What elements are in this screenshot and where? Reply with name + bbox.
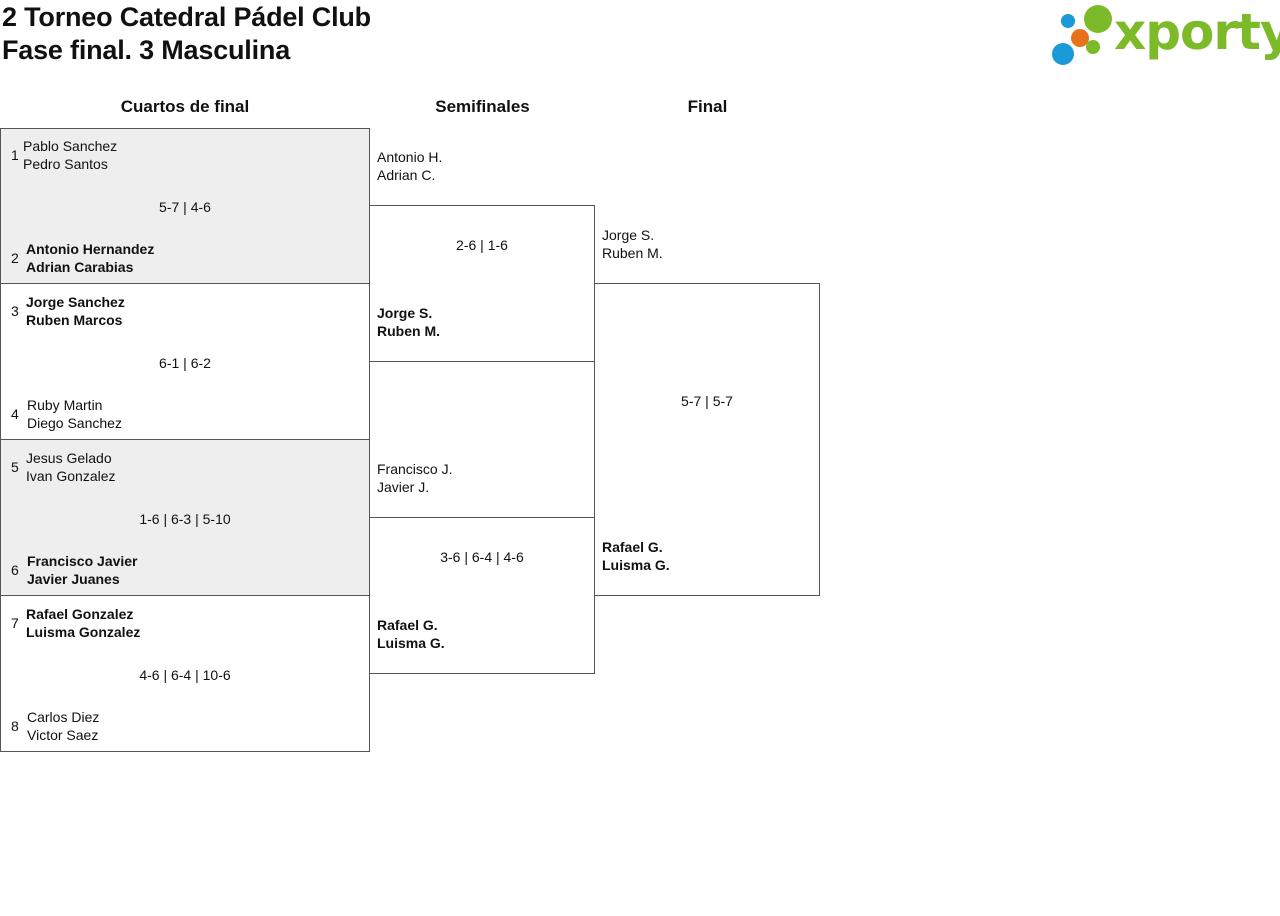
match-score: 4-6 | 6-4 | 10-6 [139,667,231,683]
final-team-bottom-winner[interactable]: Rafael G. Luisma G. [602,538,670,574]
team-rafael-luisma-winner[interactable]: Rafael Gonzalez Luisma Gonzalez [26,605,140,641]
player-name: Francisco J. [377,461,453,477]
quarterfinal-match-1[interactable]: 1 Pablo Sanchez Pedro Santos 5-7 | 4-6 2… [0,128,370,284]
player-name: Diego Sanchez [27,415,122,431]
match-score: 6-1 | 6-2 [159,355,211,371]
semifinal-1-team-bottom-winner[interactable]: Jorge S. Ruben M. [377,304,440,340]
player-name: Luisma G. [377,635,445,651]
logo-text: xporty [1114,3,1280,61]
player-name: Jorge S. [602,227,655,243]
player-name: Francisco Javier [27,553,138,569]
logo-dot-green-small [1086,40,1100,54]
logo-dot-blue-small [1061,14,1075,28]
seed-number: 4 [11,406,19,422]
player-name: Luisma Gonzalez [26,624,141,640]
round-header-semifinals: Semifinales [435,97,530,116]
player-name: Victor Saez [27,727,99,743]
player-name: Rafael G. [377,617,438,633]
team-francisco-javier-winner[interactable]: Francisco Javier Javier Juanes [27,552,138,588]
logo-dot-blue [1052,43,1074,65]
team-carlos-victor[interactable]: Carlos Diez Victor Saez [27,708,99,744]
player-name: Javier J. [377,479,430,495]
seed-number: 2 [11,250,19,266]
player-name: Pedro Santos [23,156,108,172]
player-name: Pablo Sanchez [23,138,118,154]
phase-title: Fase final. 3 Masculina [2,35,291,65]
seed-number: 1 [11,147,19,163]
semifinal-2-team-top[interactable]: Francisco J. Javier J. [377,460,452,496]
semifinal-1-team-top[interactable]: Antonio H. Adrian C. [377,148,442,184]
player-name: Adrian C. [377,167,436,183]
player-name: Carlos Diez [27,709,100,725]
player-name: Antonio H. [377,149,443,165]
final-team-top[interactable]: Jorge S. Ruben M. [602,226,663,262]
player-name: Rafael G. [602,539,663,555]
quarterfinal-match-4[interactable]: 7 Rafael Gonzalez Luisma Gonzalez 4-6 | … [0,595,370,752]
team-antonio-adrian-winner[interactable]: Antonio Hernandez Adrian Carabias [26,240,154,276]
match-score: 3-6 | 6-4 | 4-6 [440,549,524,565]
player-name: Jesus Gelado [26,450,112,466]
player-name: Ruben M. [602,245,663,261]
logo-dot-green [1084,5,1112,33]
quarterfinal-match-3[interactable]: 5 Jesus Gelado Ivan Gonzalez 1-6 | 6-3 |… [0,439,370,596]
player-name: Ruben Marcos [26,312,123,328]
player-name: Ruben M. [377,323,440,339]
team-jorge-ruben-winner[interactable]: Jorge Sanchez Ruben Marcos [26,293,125,329]
quarterfinal-match-2[interactable]: 3 Jorge Sanchez Ruben Marcos 6-1 | 6-2 4… [0,283,370,440]
logo-dot-orange [1071,29,1089,47]
seed-number: 8 [11,718,19,734]
team-ruby-diego[interactable]: Ruby Martin Diego Sanchez [27,396,122,432]
player-name: Jorge Sanchez [26,294,125,310]
tournament-title: 2 Torneo Catedral Pádel Club [2,2,371,32]
seed-number: 7 [11,615,19,631]
semifinal-match-1[interactable]: 2-6 | 1-6 Jorge S. Ruben M. [369,205,595,362]
match-score: 5-7 | 4-6 [159,199,211,215]
semifinal-match-2[interactable]: 3-6 | 6-4 | 4-6 Rafael G. Luisma G. [369,517,595,674]
semifinal-2-team-bottom-winner[interactable]: Rafael G. Luisma G. [377,616,445,652]
match-score: 1-6 | 6-3 | 5-10 [139,511,231,527]
seed-number: 3 [11,303,19,319]
round-header-final: Final [687,97,728,116]
player-name: Antonio Hernandez [26,241,155,257]
seed-number: 5 [11,459,19,475]
round-header-quarterfinals: Cuartos de final [120,97,250,116]
player-name: Ivan Gonzalez [26,468,116,484]
player-name: Jorge S. [377,305,433,321]
team-jesus-ivan[interactable]: Jesus Gelado Ivan Gonzalez [26,449,116,485]
final-match[interactable]: 5-7 | 5-7 Rafael G. Luisma G. [594,283,820,596]
player-name: Ruby Martin [27,397,103,413]
xporty-logo[interactable]: xporty [1050,3,1280,68]
player-name: Luisma G. [602,557,670,573]
player-name: Adrian Carabias [26,259,134,275]
player-name: Rafael Gonzalez [26,606,134,622]
player-name: Javier Juanes [27,571,120,587]
match-score: 2-6 | 1-6 [456,237,508,253]
team-pablo-pedro[interactable]: Pablo Sanchez Pedro Santos [23,137,117,173]
seed-number: 6 [11,562,19,578]
match-score: 5-7 | 5-7 [681,393,733,409]
